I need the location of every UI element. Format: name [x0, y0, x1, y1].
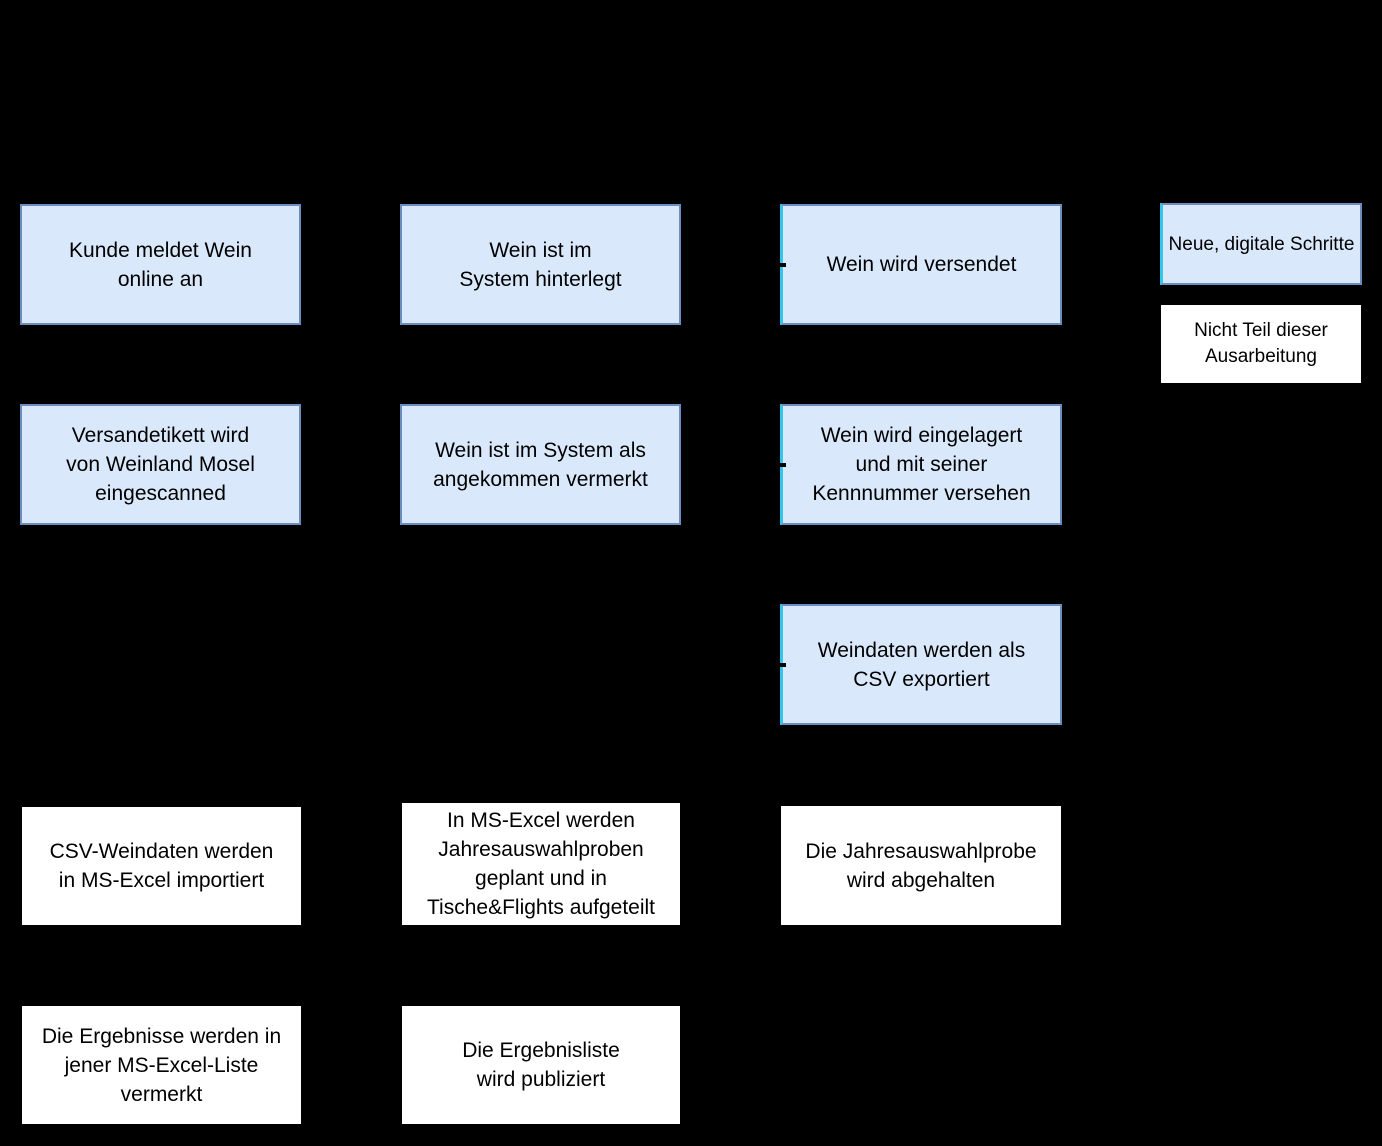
node-wein-angekommen-vermerkt: Wein ist im System als angekommen vermer…	[400, 404, 681, 525]
node-jahresauswahlprobe-abgehalten: Die Jahresauswahlprobe wird abgehalten	[781, 806, 1061, 925]
node-wein-im-system-hinterlegt: Wein ist im System hinterlegt	[400, 204, 681, 325]
legend-not-part-of-elaboration: Nicht Teil dieser Ausarbeitung	[1161, 305, 1361, 383]
node-wein-eingelagert-kennnummer: Wein wird eingelagert und mit seiner Ken…	[776, 404, 1062, 525]
legend-new-digital-steps: Neue, digitale Schritte	[1160, 203, 1362, 285]
node-weindaten-csv-export: Weindaten werden als CSV exportiert	[776, 604, 1062, 725]
node-ergebnisse-vermerkt: Die Ergebnisse werden in jener MS-Excel-…	[22, 1006, 301, 1124]
node-kunde-meldet-wein: Kunde meldet Wein online an	[20, 204, 301, 325]
node-wein-wird-versendet: Wein wird versendet	[776, 204, 1062, 325]
node-csv-import-ms-excel: CSV-Weindaten werden in MS-Excel importi…	[22, 807, 301, 925]
node-ergebnisliste-publiziert: Die Ergebnisliste wird publiziert	[402, 1006, 680, 1124]
node-versandetikett-eingescanned: Versandetikett wird von Weinland Mosel e…	[20, 404, 301, 525]
node-excel-jahresauswahlproben-planung: In MS-Excel werden Jahresauswahlproben g…	[402, 803, 680, 925]
